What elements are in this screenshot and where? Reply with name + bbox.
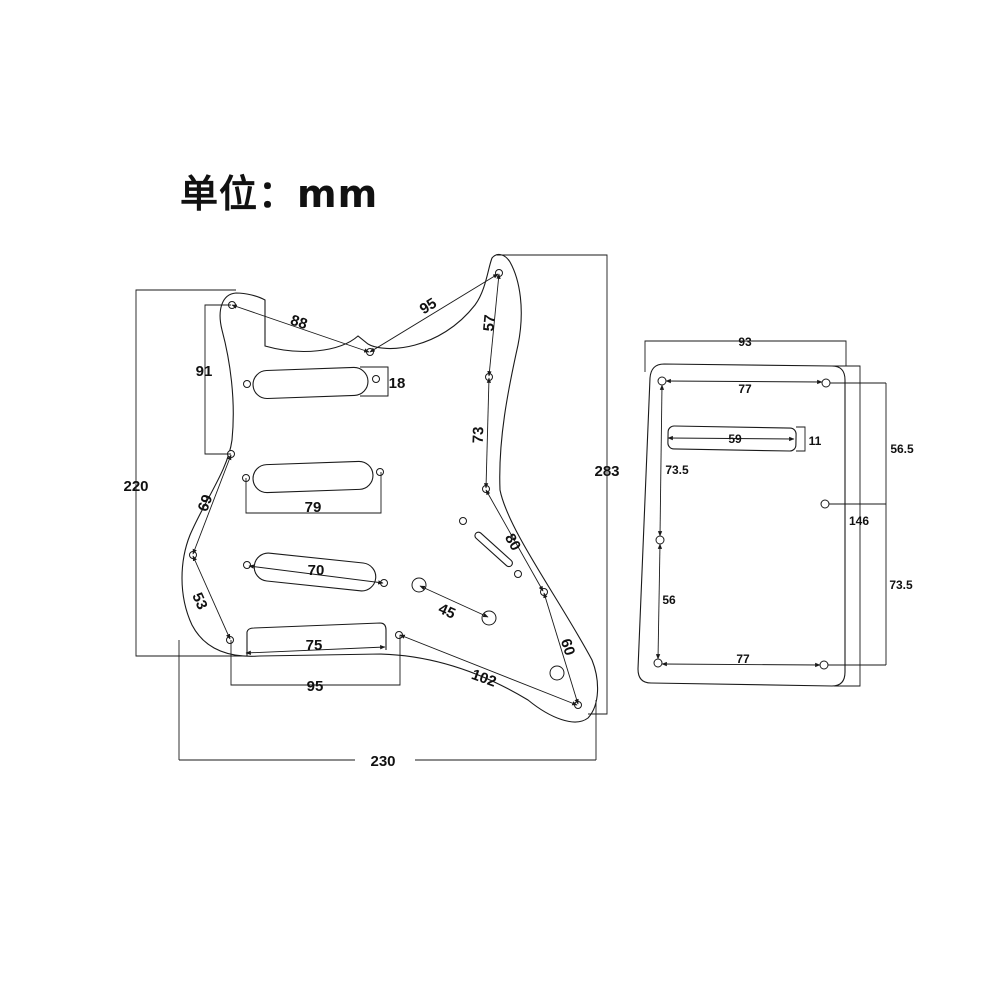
dim-backplate-right-lower: 73.5 [889,578,913,592]
dim-left-upper: 91 [196,363,213,380]
dim-right-mid: 73 [470,426,488,443]
dim-top-left-diag: 88 [288,312,309,333]
pickup-screw-hole [243,380,251,388]
dim-backplate-bottom-spacing: 77 [736,652,750,666]
pickup-slot-bottom [246,622,387,656]
knob-hole [411,577,427,593]
pickguard: 230 283 220 91 88 95 57 73 80 60 102 69 … [123,253,620,770]
backplate-screw-hole [819,660,829,670]
dim-pickup-height: 18 [389,375,406,392]
knob-hole [481,610,497,626]
pickup-slot-neck [252,366,369,400]
dim-backplate-left-lower: 56 [662,593,676,607]
screw-hole [189,551,197,559]
pickup-screw-hole [376,468,384,476]
dim-top-right-diag: 95 [417,295,440,318]
backplate-screw-hole [655,535,665,545]
dim-knob-spacing: 45 [436,600,458,622]
backplate-screw-hole [821,378,831,388]
dim-backplate-height: 146 [849,514,869,528]
backplate-dimension-lines [644,340,887,687]
backplate-screw-hole [657,376,667,386]
pickup-slot-middle [252,460,374,494]
dim-backplate-slot-width: 59 [728,432,742,446]
dim-right-diag: 80 [501,531,524,554]
backplate-screw-hole [820,499,830,509]
pickguard-outline [181,253,599,723]
unit-title: 单位：mm [180,172,379,216]
pickup-screw-hole [243,561,251,569]
dim-pickup-mid-width: 79 [305,499,322,516]
dim-pickup-low-width: 70 [308,562,325,579]
backplate: 93 146 77 77 59 11 73.5 56 56.5 73.5 [637,335,914,687]
switch-screw-hole [514,570,522,578]
dim-bottom-span: 95 [307,678,324,695]
dim-overall-height: 283 [594,463,619,480]
dim-backplate-slot-height: 11 [809,434,822,448]
knob-hole [549,665,565,681]
switch-screw-hole [459,517,467,525]
dim-backplate-right-upper: 56.5 [890,442,914,456]
backplate-outline [637,363,846,687]
pickup-screw-hole [372,375,380,383]
dim-left-height: 220 [123,478,148,495]
screw-hole [395,631,403,639]
backplate-screw-hole [653,658,663,668]
dim-bottom-long: 102 [469,666,498,691]
dim-backplate-width: 93 [738,335,752,349]
pickguard-dimension-lines [135,254,608,761]
dim-left-mid-diag: 69 [195,492,217,513]
dim-backplate-left-upper: 73.5 [665,463,689,477]
dim-bottom-right: 60 [557,637,578,658]
screw-hole [226,636,234,644]
dim-overall-width: 230 [370,753,395,770]
dim-left-low-diag: 53 [188,590,210,612]
dim-right-upper: 57 [480,314,498,332]
dim-backplate-top-spacing: 77 [738,382,752,396]
dim-pickup-bottom-width: 75 [306,637,323,654]
